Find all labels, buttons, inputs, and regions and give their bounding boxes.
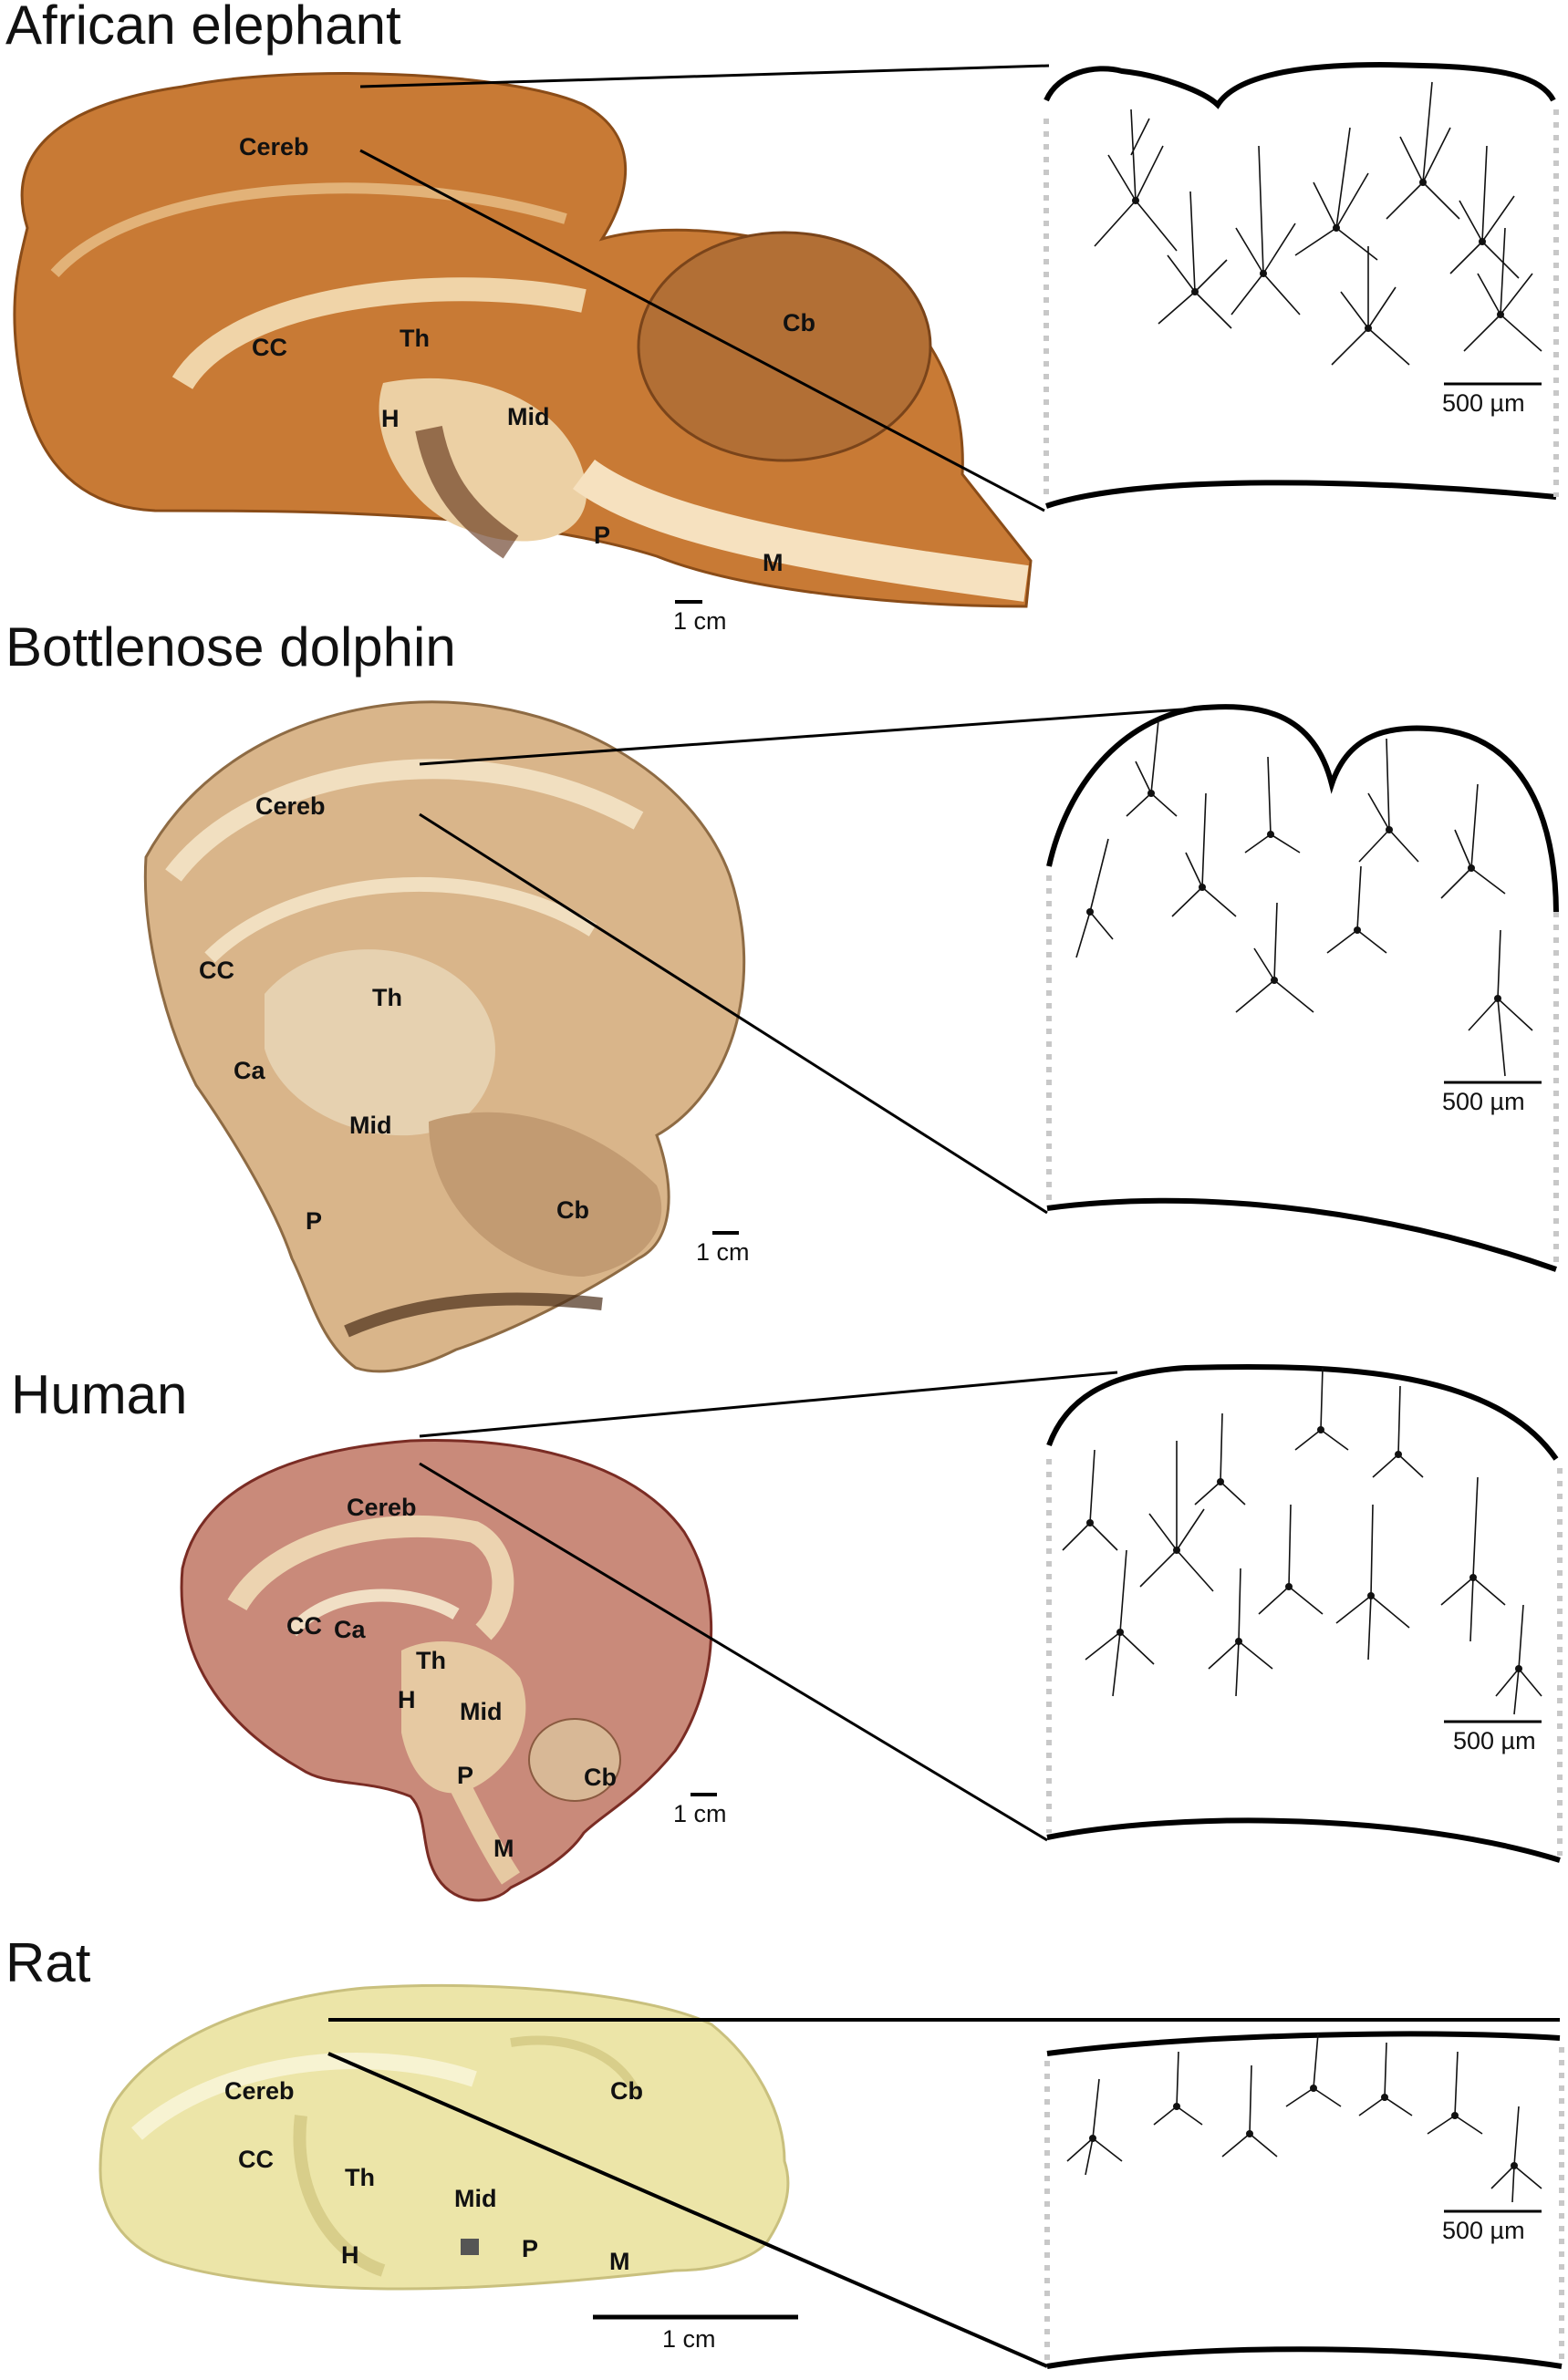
- connector-line-top: [419, 1371, 1118, 1438]
- label-cereb: Cereb: [255, 792, 326, 820]
- brain-scale-label: 1 cm: [673, 607, 727, 635]
- connector-line-top: [419, 707, 1196, 766]
- label-p: P: [306, 1207, 322, 1235]
- label-p: P: [522, 2235, 538, 2262]
- label-ca: Ca: [234, 1057, 265, 1084]
- label-cb: Cb: [783, 309, 815, 336]
- label-h: H: [398, 1686, 416, 1713]
- label-mid: Mid: [460, 1698, 503, 1725]
- brain-scale-label: 1 cm: [673, 1800, 727, 1827]
- label-p: P: [594, 522, 610, 549]
- brain-photo-human: [180, 1439, 713, 1902]
- neuron-scale-label: 500 µm: [1442, 389, 1525, 417]
- label-h: H: [381, 405, 400, 432]
- brain-scale-label: 1 cm: [662, 2325, 716, 2353]
- panel-title: African elephant: [5, 0, 401, 56]
- label-th: Th: [416, 1647, 446, 1674]
- label-cc: CC: [252, 334, 287, 361]
- label-m: M: [609, 2248, 630, 2275]
- brain-photo-elephant: [13, 72, 1033, 608]
- brain-scale-label: 1 cm: [696, 1238, 750, 1266]
- panel-title: Rat: [5, 1932, 91, 1993]
- label-ca: Ca: [334, 1616, 366, 1643]
- label-cb: Cb: [584, 1764, 617, 1791]
- panel-african-elephant: African elephant Cereb CC Th H Mid Cb P …: [5, 0, 1559, 635]
- label-cb: Cb: [556, 1196, 589, 1224]
- label-m: M: [493, 1835, 514, 1862]
- connector-line-bottom: [419, 1462, 1048, 1842]
- label-mid: Mid: [507, 403, 550, 430]
- panel-title: Human: [11, 1364, 187, 1425]
- connector-line-bottom: [419, 812, 1048, 1215]
- panel-bottlenose-dolphin: Bottlenose dolphin Cereb CC Th Ca Mid P …: [5, 616, 1559, 1373]
- label-th: Th: [345, 2164, 375, 2191]
- label-mid: Mid: [349, 1112, 392, 1139]
- brain-photo-dolphin: [143, 700, 746, 1373]
- connector-line-bottom: [327, 2052, 1048, 2368]
- neuron-scale-label: 500 µm: [1442, 1088, 1525, 1115]
- label-cereb: Cereb: [347, 1494, 417, 1521]
- label-cc: CC: [238, 2146, 274, 2173]
- panel-rat: Rat Cereb Cb CC Th Mid H P M 1 cm: [5, 1932, 1564, 2369]
- label-m: M: [763, 549, 784, 576]
- label-cereb: Cereb: [239, 133, 309, 160]
- label-th: Th: [400, 325, 430, 352]
- cortex-section-elephant: [1044, 62, 1559, 509]
- label-h: H: [341, 2241, 359, 2269]
- label-th: Th: [372, 984, 402, 1011]
- neuron-scale-label: 500 µm: [1453, 1727, 1536, 1754]
- label-cc: CC: [199, 957, 234, 984]
- label-cc: CC: [286, 1612, 322, 1640]
- cortex-section-rat: [1044, 2031, 1564, 2369]
- connector-line-top: [359, 64, 1050, 88]
- panel-title: Bottlenose dolphin: [5, 616, 456, 678]
- cortex-section-human: [1046, 1363, 1563, 1863]
- brain-photo-rat: [99, 1983, 790, 2291]
- label-mid: Mid: [454, 2185, 497, 2212]
- cortex-section-dolphin: [1046, 704, 1559, 1272]
- label-cereb: Cereb: [224, 2077, 295, 2105]
- panel-human: Human Cereb CC Ca Th H Mid P Cb M 1 cm: [11, 1363, 1563, 1902]
- label-p: P: [457, 1762, 473, 1789]
- label-cb: Cb: [610, 2077, 643, 2105]
- connector-line-bottom: [359, 149, 1045, 512]
- neuron-scale-label: 500 µm: [1442, 2217, 1525, 2244]
